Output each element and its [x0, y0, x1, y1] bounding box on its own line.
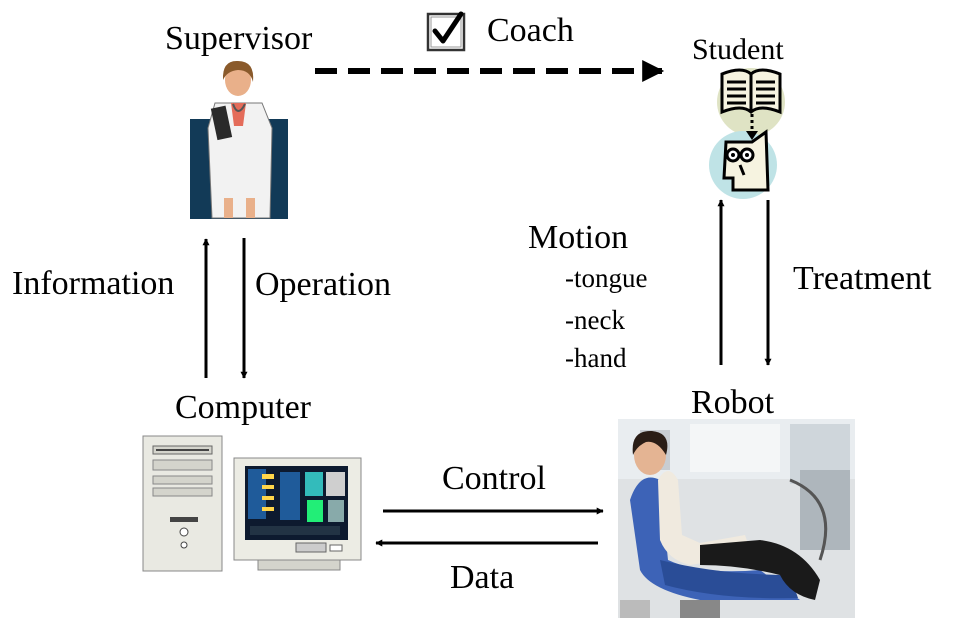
supervisor-image: [190, 60, 288, 219]
student-label: Student: [692, 33, 784, 66]
coach-label: Coach: [487, 12, 574, 49]
computer-image: [142, 435, 362, 572]
motion-item-neck: -neck: [565, 305, 625, 335]
checked-checkbox-icon: [426, 11, 466, 52]
data-label: Data: [450, 559, 515, 596]
motion-item-tongue: -tongue: [565, 263, 648, 293]
robot-photo: [618, 419, 855, 618]
control-label: Control: [442, 460, 546, 497]
student-icon: [709, 68, 785, 199]
motion-label: Motion: [528, 219, 629, 256]
treatment-label: Treatment: [793, 260, 932, 297]
motion-item-hand: -hand: [565, 343, 627, 373]
information-label: Information: [12, 265, 175, 302]
robot-label: Robot: [691, 384, 775, 421]
supervisor-label: Supervisor: [165, 20, 313, 57]
computer-label: Computer: [175, 389, 311, 426]
operation-label: Operation: [255, 266, 391, 303]
